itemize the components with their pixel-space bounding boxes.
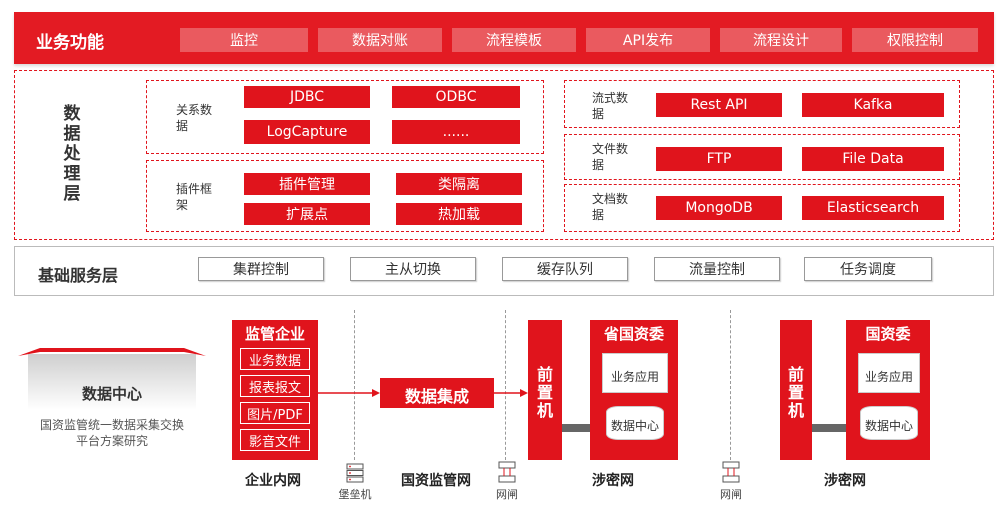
- ftp-button[interactable]: FTP: [656, 147, 782, 171]
- gateway-icon: [498, 461, 516, 483]
- province-dc: 数据中心: [610, 419, 659, 433]
- province-db-cylinder: [606, 406, 664, 440]
- flow-arrows: [318, 389, 528, 397]
- mongodb-button[interactable]: MongoDB: [656, 196, 782, 220]
- national-db-cylinder: [860, 406, 918, 440]
- enterprise-title: 监管企业: [244, 325, 305, 343]
- separator-2: [505, 310, 506, 460]
- integration-label: 数据集成: [404, 387, 469, 406]
- business-item-monitor[interactable]: 监控: [180, 28, 308, 52]
- zone-supervision: 国资监管网: [401, 473, 471, 489]
- national-dc: 数据中心: [864, 419, 913, 433]
- front-machine-2: [780, 320, 812, 460]
- business-item-permission[interactable]: 权限控制: [852, 28, 978, 52]
- business-item-template[interactable]: 流程模板: [452, 28, 576, 52]
- enterprise-item-business[interactable]: 业务数据: [240, 348, 310, 370]
- zone-intranet: 企业内网: [245, 473, 301, 489]
- bastion-label: 堡垒机: [338, 488, 372, 501]
- business-item-reconcile[interactable]: 数据对账: [318, 28, 442, 52]
- zone-secret-2: 涉密网: [824, 473, 866, 489]
- file-label: 文件数据: [592, 142, 629, 172]
- plugin-manage-button[interactable]: 插件管理: [244, 173, 370, 195]
- enterprise-item-media[interactable]: 影音文件: [240, 429, 310, 451]
- zone-secret-1: 涉密网: [592, 473, 634, 489]
- enterprise-item-pdf[interactable]: 图片/PDF: [240, 402, 310, 424]
- business-item-api[interactable]: API发布: [586, 28, 710, 52]
- file-data-button[interactable]: File Data: [802, 147, 944, 171]
- relational-group: [146, 80, 544, 154]
- document-group: [564, 184, 960, 232]
- flow-control-button[interactable]: 流量控制: [654, 257, 780, 281]
- relational-label: 关系数据: [176, 103, 213, 133]
- document-label: 文档数据: [592, 192, 629, 222]
- processing-layer-title: 数据处理层: [63, 104, 81, 204]
- jdbc-button[interactable]: JDBC: [244, 86, 370, 108]
- province-app: 业务应用: [610, 370, 659, 384]
- datacenter-platform-graphic: [18, 348, 206, 410]
- class-isolation-button[interactable]: 类隔离: [396, 173, 522, 195]
- connector-1: [562, 424, 610, 432]
- elasticsearch-button[interactable]: Elasticsearch: [802, 196, 944, 220]
- more-button[interactable]: ......: [392, 120, 520, 144]
- province-app-box: [602, 353, 668, 393]
- enterprise-item-report[interactable]: 报表报文: [240, 375, 310, 397]
- connector-2: [812, 424, 852, 432]
- integration-box: [380, 378, 494, 408]
- national-app-box: [858, 353, 920, 393]
- extension-point-button[interactable]: 扩展点: [244, 203, 370, 225]
- rest-api-button[interactable]: Rest API: [656, 93, 782, 117]
- national-app: 业务应用: [864, 370, 913, 384]
- gate-1-label: 网闸: [496, 488, 518, 501]
- front-machine-2-label: 前置机: [787, 365, 804, 420]
- datacenter-desc-1: 国资监管统一数据采集交换: [39, 418, 184, 432]
- front-machine-1: [528, 320, 562, 460]
- gate-2-label: 网闸: [720, 488, 742, 501]
- base-service-title: 基础服务层: [38, 266, 119, 285]
- processing-layer-frame: [14, 70, 994, 240]
- server-icon: [346, 463, 364, 483]
- master-slave-button[interactable]: 主从切换: [350, 257, 476, 281]
- cluster-control-button[interactable]: 集群控制: [198, 257, 324, 281]
- plugin-group: [146, 160, 544, 232]
- front-machine-1-label: 前置机: [536, 365, 553, 420]
- cache-queue-button[interactable]: 缓存队列: [502, 257, 628, 281]
- datacenter-desc-2: 平台方案研究: [75, 434, 148, 448]
- task-schedule-button[interactable]: 任务调度: [804, 257, 932, 281]
- odbc-button[interactable]: ODBC: [392, 86, 520, 108]
- stream-group: [564, 80, 960, 128]
- gateway-icon: [722, 461, 740, 483]
- business-item-design[interactable]: 流程设计: [720, 28, 842, 52]
- separator-1: [354, 310, 355, 460]
- business-function-title: 业务功能: [36, 33, 104, 53]
- national-title: 国资委: [865, 325, 911, 343]
- kafka-button[interactable]: Kafka: [802, 93, 944, 117]
- plugin-label: 插件框架: [176, 182, 213, 212]
- datacenter-title: 数据中心: [81, 385, 142, 403]
- file-group: [564, 134, 960, 180]
- hot-reload-button[interactable]: 热加载: [396, 203, 522, 225]
- separator-3: [730, 310, 731, 460]
- logcapture-button[interactable]: LogCapture: [244, 120, 370, 144]
- province-title: 省国资委: [603, 325, 664, 343]
- stream-label: 流式数据: [592, 91, 629, 121]
